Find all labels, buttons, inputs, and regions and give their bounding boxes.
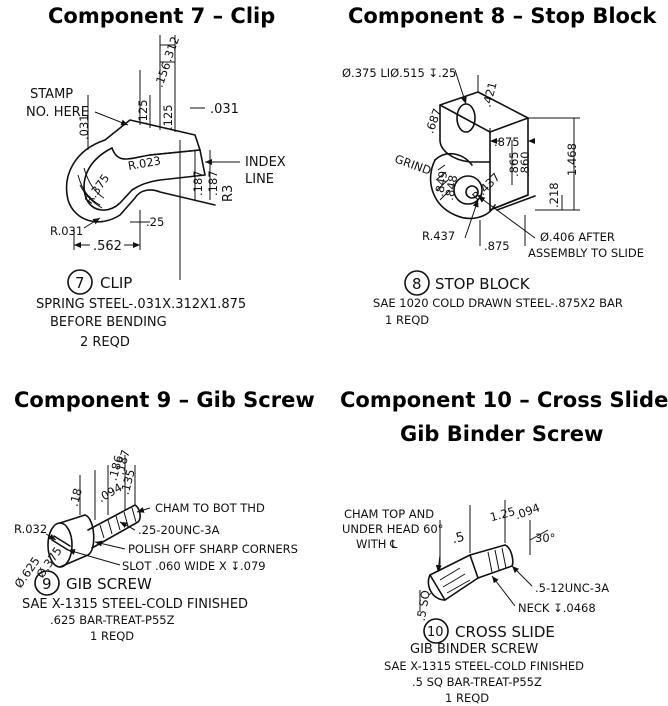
gib-dim-187: .187 bbox=[113, 448, 133, 476]
title-component-7: Component 7 – Clip bbox=[48, 4, 276, 28]
clip-item-number-circle bbox=[67, 269, 93, 295]
stop-block-bore bbox=[453, 175, 483, 205]
stop-dim-849: .849 bbox=[432, 170, 450, 198]
title-component-9: Component 9 – Gib Screw bbox=[14, 388, 315, 412]
binder-dim-5: .5 bbox=[450, 530, 466, 548]
stop-dim-421: .421 bbox=[480, 80, 500, 108]
gib-material-2: .625 BAR-TREAT-P55Z bbox=[50, 613, 175, 627]
stop-item-number-circle bbox=[404, 270, 430, 296]
binder-material-2: .5 SQ BAR-TREAT-P55Z bbox=[412, 675, 542, 689]
binder-cham-note-1: CHAM TOP AND bbox=[344, 507, 434, 521]
stop-hole-callout: Ø.375 LIØ.515 ↧.25 bbox=[342, 66, 456, 80]
stop-dim-860: .860 bbox=[518, 151, 532, 177]
clip-stamp-label-2: NO. HERE bbox=[26, 105, 89, 120]
binder-item-number-circle bbox=[423, 618, 449, 644]
clip-index-label-2: LINE bbox=[245, 172, 274, 187]
binder-item-number: 10 bbox=[427, 625, 444, 640]
clip-dim-031-right: .031 bbox=[210, 102, 239, 117]
clip-index-label-1: INDEX bbox=[245, 155, 286, 170]
clip-r023: R.023 bbox=[127, 153, 162, 173]
binder-screw-head bbox=[429, 554, 479, 601]
title-component-10-line1: Component 10 – Cross Slide bbox=[340, 388, 668, 412]
gib-item-number-circle bbox=[34, 570, 60, 596]
gib-polish-note: POLISH OFF SHARP CORNERS bbox=[128, 542, 298, 556]
stop-block-drawing: Ø.375 LIØ.515 ↧.25 .421 .687 .875 .865 .… bbox=[342, 66, 644, 327]
binder-dim-5sq: .5 SQ bbox=[414, 589, 433, 622]
clip-dim-562: .562 bbox=[93, 239, 122, 254]
gib-material-1: SAE X-1315 STEEL-COLD FINISHED bbox=[22, 597, 248, 612]
stop-item-number: 8 bbox=[412, 275, 422, 293]
stop-dim-865: .865 bbox=[507, 151, 521, 177]
binder-angle-30: 30° bbox=[535, 531, 555, 545]
stop-dim-218: .218 bbox=[547, 182, 561, 208]
clip-dim-312: .312 bbox=[160, 35, 182, 64]
stop-quantity: 1 REQD bbox=[385, 313, 429, 327]
gib-dim-18: .18 bbox=[67, 487, 85, 508]
gib-r032: R.032 bbox=[14, 522, 47, 536]
binder-screw-drawing: CHAM TOP AND UNDER HEAD 60° WITH ℄ 1.25 … bbox=[342, 500, 609, 705]
clip-inner-curl bbox=[83, 147, 133, 211]
binder-dim-125: 1.25 bbox=[488, 504, 516, 524]
clip-dim-031-left: .031 bbox=[77, 114, 91, 140]
clip-item-number: 7 bbox=[75, 274, 85, 292]
stop-after-assembly-2: ASSEMBLY TO SLIDE bbox=[528, 246, 644, 260]
gib-cham-label: CHAM TO BOT THD bbox=[155, 501, 265, 515]
clip-dim-125b: .125 bbox=[161, 104, 175, 130]
gib-screw-drawing: .187 .186 .135 .094 .18 CHAM TO BOT THD … bbox=[11, 448, 298, 643]
binder-neck-note: NECK ↧.0468 bbox=[518, 601, 596, 615]
clip-material-1: SPRING STEEL-.031X.312X1.875 bbox=[36, 297, 246, 312]
stop-block-base-curve bbox=[429, 159, 496, 220]
gib-item-number: 9 bbox=[42, 575, 52, 593]
gib-dim-186: .186 bbox=[106, 454, 126, 482]
clip-dim-156: .156 bbox=[152, 60, 174, 89]
gib-screw-slot bbox=[51, 539, 69, 551]
stop-grind-label: GRIND bbox=[393, 152, 433, 178]
clip-r3: R3 bbox=[221, 185, 236, 202]
clip-top-leaf bbox=[104, 119, 201, 160]
stop-r437-lower: R.437 bbox=[422, 229, 455, 243]
stop-block-top-hole bbox=[456, 103, 476, 133]
binder-dim-094: .094 bbox=[513, 500, 542, 522]
stop-dim-848: .848 bbox=[442, 174, 460, 202]
stop-dim-875-bottom: .875 bbox=[484, 239, 510, 253]
clip-stamp-label-1: STAMP bbox=[30, 87, 73, 102]
stop-dim-687: .687 bbox=[422, 106, 444, 135]
gib-name: GIB SCREW bbox=[66, 575, 152, 593]
stop-dim-875-top: .875 bbox=[494, 135, 520, 149]
clip-outer-curl bbox=[65, 139, 216, 223]
binder-name-2: GIB BINDER SCREW bbox=[410, 642, 538, 657]
binder-screw-shank bbox=[469, 544, 514, 579]
binder-thread-spec: .5-12UNC-3A bbox=[535, 581, 609, 595]
stop-name: STOP BLOCK bbox=[435, 275, 531, 293]
clip-dim-187a: .187 bbox=[191, 170, 205, 196]
clip-r375: R.375 bbox=[82, 171, 113, 206]
gib-quantity: 1 REQD bbox=[90, 629, 134, 643]
gib-slot-note: SLOT .060 WIDE X ↧.079 bbox=[122, 559, 266, 573]
stop-material: SAE 1020 COLD DRAWN STEEL-.875X2 BAR bbox=[373, 296, 623, 310]
gib-dim-135: .135 bbox=[118, 468, 138, 496]
clip-r031: R.031 bbox=[50, 224, 83, 238]
binder-quantity: 1 REQD bbox=[445, 691, 489, 705]
clip-quantity: 2 REQD bbox=[80, 335, 130, 350]
stop-after-assembly-1: Ø.406 AFTER bbox=[540, 230, 615, 244]
clip-drawing: STAMP NO. HERE .312 .156 .125 .125 .031 … bbox=[26, 35, 286, 350]
binder-name-1: CROSS SLIDE bbox=[455, 623, 555, 641]
clip-material-2: BEFORE BENDING bbox=[50, 315, 167, 330]
binder-cham-note-2: UNDER HEAD 60° bbox=[342, 522, 443, 536]
title-component-8: Component 8 – Stop Block bbox=[348, 4, 657, 28]
binder-material-1: SAE X-1315 STEEL-COLD FINISHED bbox=[384, 659, 584, 673]
stop-dim-1468: 1.468 bbox=[565, 143, 579, 176]
clip-lower-leaf bbox=[131, 149, 206, 191]
clip-name: CLIP bbox=[100, 274, 132, 292]
clip-dim-25: .25 bbox=[146, 215, 164, 229]
gib-thread-spec: .25-20UNC-3A bbox=[138, 523, 220, 537]
clip-dim-187b: .187 bbox=[206, 170, 220, 196]
title-component-10-line2: Gib Binder Screw bbox=[400, 422, 604, 446]
clip-dim-125a: .125 bbox=[136, 99, 150, 125]
binder-cham-note-3: WITH ℄ bbox=[356, 537, 398, 551]
